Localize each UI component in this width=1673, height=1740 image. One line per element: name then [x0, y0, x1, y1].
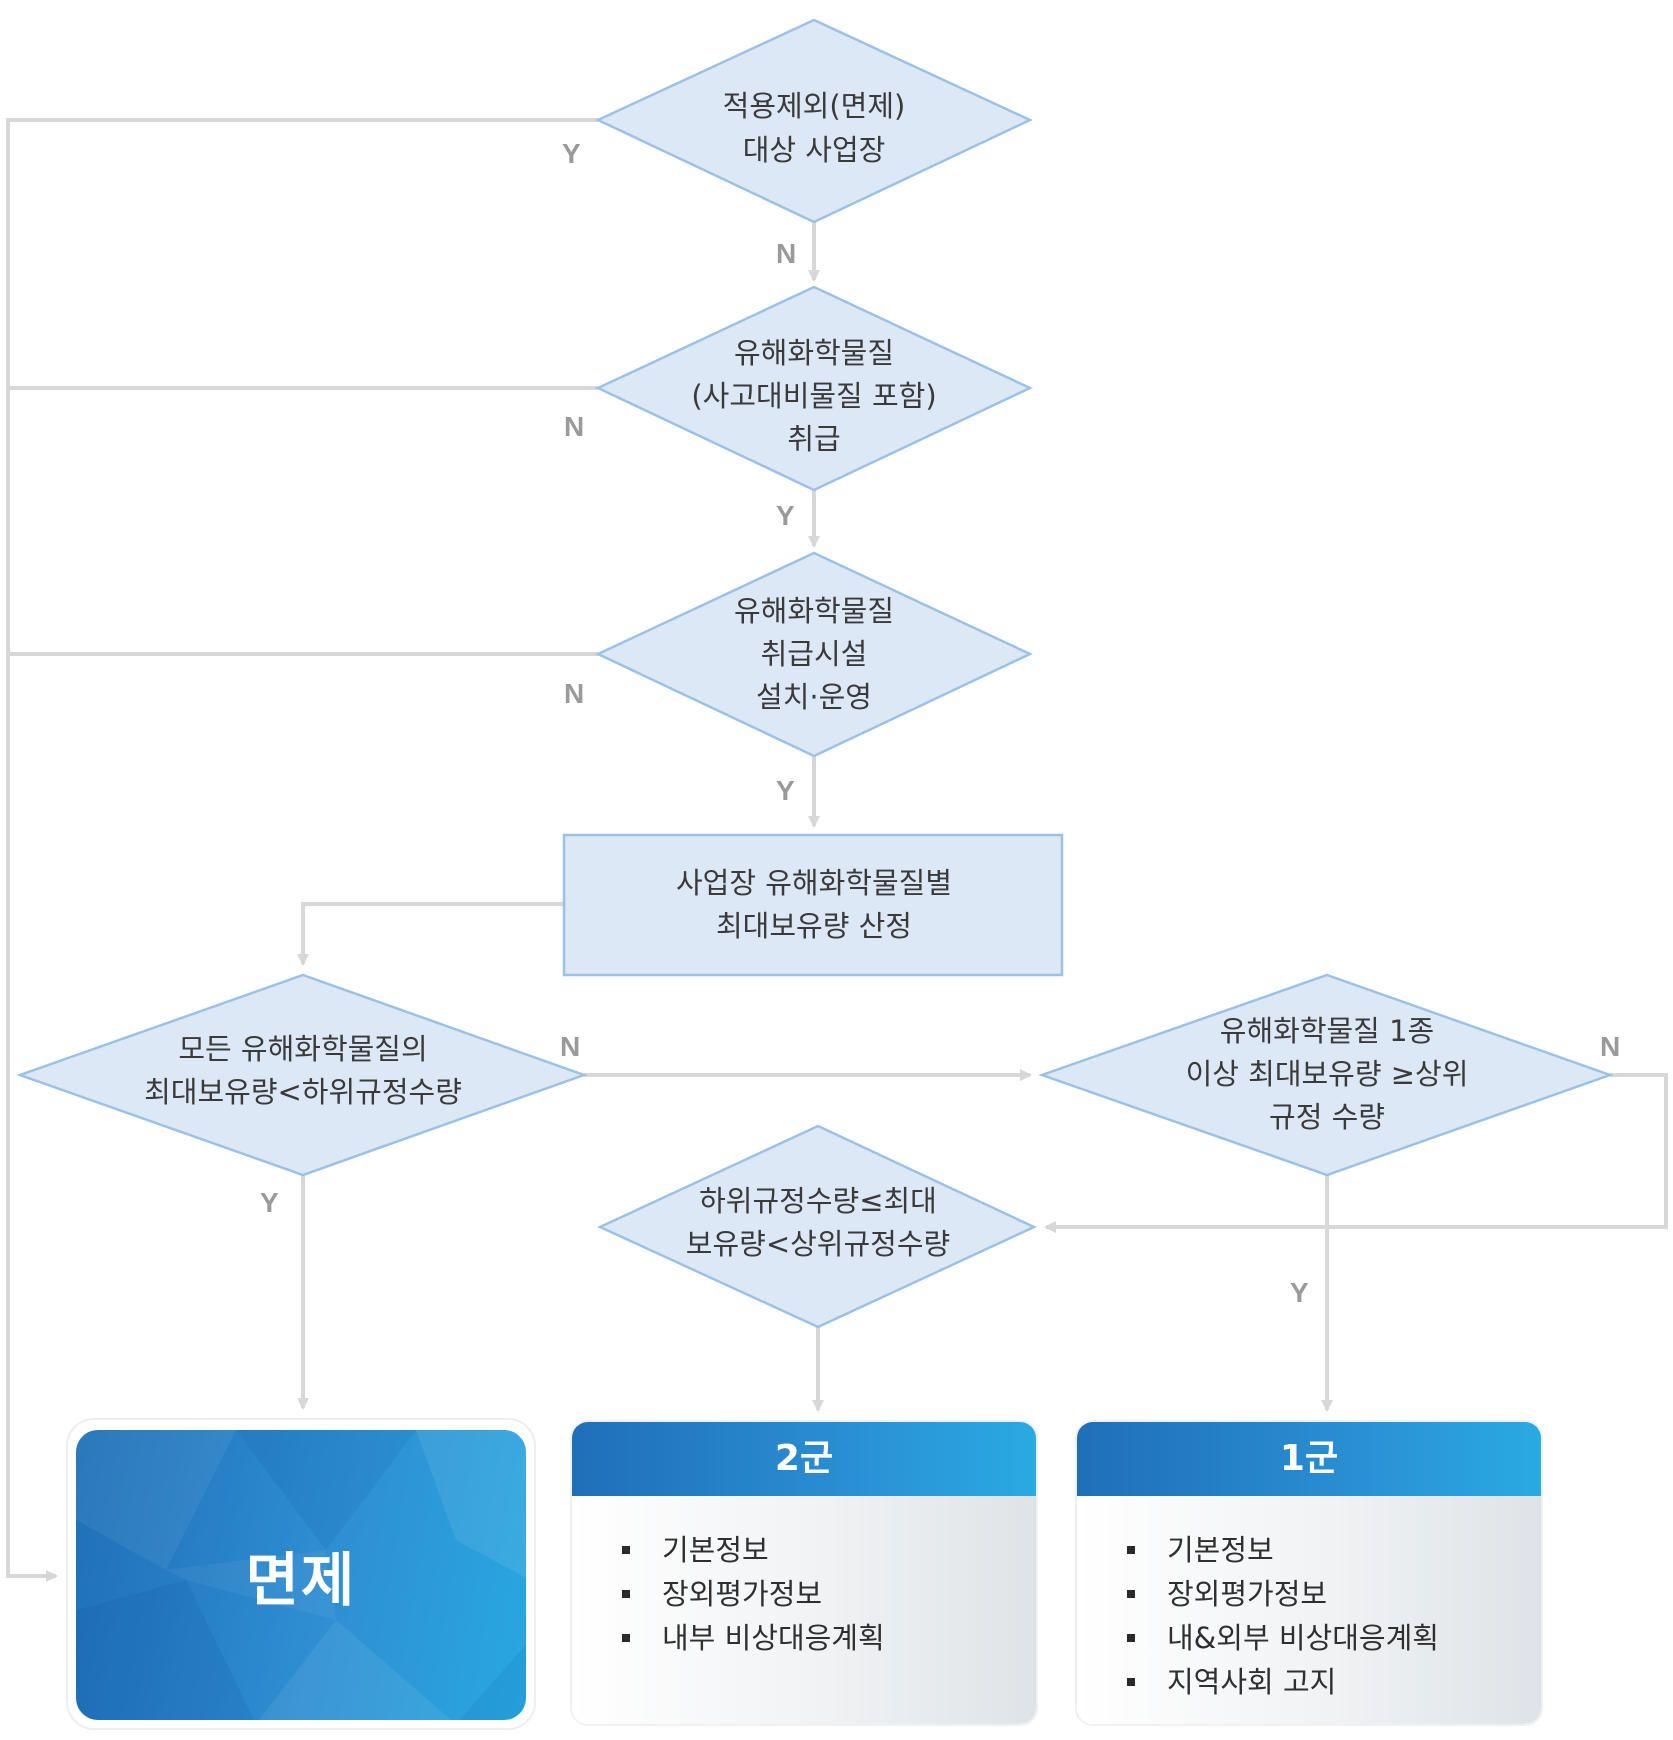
- label-exclusion-yes: Y: [562, 138, 581, 169]
- result-exempt-panel: 면제: [76, 1430, 526, 1720]
- list-item-label: 내&외부 비상대응계획: [1167, 1621, 1439, 1655]
- decision-over-upper-line-1: 유해화학물질 1종: [1220, 1014, 1434, 1048]
- decision-handling-shape: [595, 285, 1033, 492]
- decision-handling-line-3: 취급: [787, 422, 840, 456]
- result-group1-title: 1군: [1077, 1422, 1541, 1496]
- process-calc-line-1: 사업장 유해화학물질별: [676, 866, 952, 900]
- list-item: 내부 비상대응계획: [620, 1616, 1036, 1660]
- label-facility-yes: Y: [776, 775, 795, 806]
- bullet-icon: [1127, 1678, 1135, 1686]
- result-exempt-card: 면제: [66, 1418, 536, 1730]
- process-calc: 사업장 유해화학물질별 최대보유량 산정: [562, 833, 1064, 977]
- list-item-label: 지역사회 고지: [1167, 1665, 1337, 1699]
- decision-facility-line-3: 설치·운영: [756, 680, 872, 714]
- list-item-label: 기본정보: [662, 1533, 769, 1567]
- list-item: 장외평가정보: [620, 1572, 1036, 1616]
- result-group2-list: 기본정보 장외평가정보 내부 비상대응계획: [572, 1496, 1036, 1660]
- decision-all-below-line-1: 모든 유해화학물질의: [178, 1032, 427, 1066]
- list-item: 장외평가정보: [1125, 1572, 1541, 1616]
- connector-calc-to-all-below: [297, 902, 564, 966]
- result-group2-title: 2군: [572, 1422, 1036, 1496]
- decision-over-upper-shape: [1038, 973, 1614, 1177]
- label-handling-yes: Y: [776, 500, 795, 531]
- decision-between-line-1: 하위규정수량≤최대: [699, 1184, 937, 1218]
- decision-facility-line-1: 유해화학물질: [734, 594, 894, 628]
- list-item: 지역사회 고지: [1125, 1660, 1541, 1704]
- result-group1-list: 기본정보 장외평가정보 내&외부 비상대응계획 지역사회 고지: [1077, 1496, 1541, 1704]
- list-item: 기본정보: [620, 1528, 1036, 1572]
- decision-exclusion-line-2: 대상 사업장: [743, 133, 886, 167]
- decision-exclusion-shape: [595, 18, 1033, 224]
- decision-between-shape: [597, 1124, 1037, 1329]
- bullet-icon: [622, 1546, 630, 1554]
- facet-pattern: [76, 1430, 526, 1720]
- connector-exclusion-yes: [6, 118, 598, 1582]
- decision-facility-line-2: 취급시설: [761, 637, 868, 671]
- label-all-below-yes: Y: [260, 1187, 279, 1218]
- result-group1-card: 1군 기본정보 장외평가정보 내&외부 비상대응계획 지역사회 고지: [1075, 1420, 1543, 1726]
- process-calc-line-2: 최대보유량 산정: [716, 909, 912, 943]
- decision-all-below-line-2: 최대보유량<하위규정수량: [144, 1075, 462, 1109]
- decision-between-line-2: 보유량<상위규정수량: [686, 1227, 950, 1261]
- decision-between: 하위규정수량≤최대 보유량<상위규정수량: [597, 1124, 1037, 1329]
- list-item: 내&외부 비상대응계획: [1125, 1616, 1541, 1660]
- label-facility-no: N: [564, 678, 584, 709]
- result-exempt-title: 면제: [245, 1546, 357, 1614]
- bullet-icon: [622, 1590, 630, 1598]
- label-all-below-no: N: [560, 1031, 580, 1062]
- decision-handling-line-2: (사고대비물질 포함): [691, 379, 936, 413]
- label-over-upper-no: N: [1600, 1031, 1620, 1062]
- bullet-icon: [1127, 1634, 1135, 1642]
- list-item-label: 장외평가정보: [662, 1577, 823, 1611]
- decision-handling-line-1: 유해화학물질: [734, 336, 894, 370]
- bullet-icon: [1127, 1546, 1135, 1554]
- bullet-icon: [1127, 1590, 1135, 1598]
- branch-labels: Y N N Y N Y N Y N Y: [260, 138, 1620, 1308]
- decision-over-upper: 유해화학물질 1종 이상 최대보유량 ≥상위 규정 수량: [1038, 973, 1614, 1177]
- connector-over-upper-no: [1044, 1073, 1668, 1233]
- decision-over-upper-line-3: 규정 수량: [1269, 1100, 1385, 1134]
- result-group2-body: 기본정보 장외평가정보 내부 비상대응계획: [572, 1496, 1036, 1724]
- decision-all-below-shape: [16, 973, 588, 1177]
- decision-exclusion-line-1: 적용제외(면제): [723, 89, 906, 123]
- result-group1-body: 기본정보 장외평가정보 내&외부 비상대응계획 지역사회 고지: [1077, 1496, 1541, 1724]
- list-item: 기본정보: [1125, 1528, 1541, 1572]
- label-handling-no: N: [564, 411, 584, 442]
- list-item-label: 기본정보: [1167, 1533, 1274, 1567]
- decision-facility: 유해화학물질 취급시설 설치·운영: [595, 551, 1033, 758]
- decision-exclusion: 적용제외(면제) 대상 사업장: [595, 18, 1033, 224]
- decision-over-upper-line-2: 이상 최대보유량 ≥상위: [1186, 1057, 1469, 1091]
- list-item-label: 장외평가정보: [1167, 1577, 1328, 1611]
- process-calc-box: [562, 833, 1064, 977]
- list-item-label: 내부 비상대응계획: [662, 1621, 885, 1655]
- decision-handling: 유해화학물질 (사고대비물질 포함) 취급: [595, 285, 1033, 492]
- label-exclusion-no: N: [776, 238, 796, 269]
- decision-facility-shape: [595, 551, 1033, 758]
- result-group2-card: 2군 기본정보 장외평가정보 내부 비상대응계획: [570, 1420, 1038, 1726]
- label-over-upper-yes: Y: [1290, 1277, 1309, 1308]
- bullet-icon: [622, 1634, 630, 1642]
- connectors: [6, 118, 1668, 1582]
- decision-all-below: 모든 유해화학물질의 최대보유량<하위규정수량: [16, 973, 588, 1177]
